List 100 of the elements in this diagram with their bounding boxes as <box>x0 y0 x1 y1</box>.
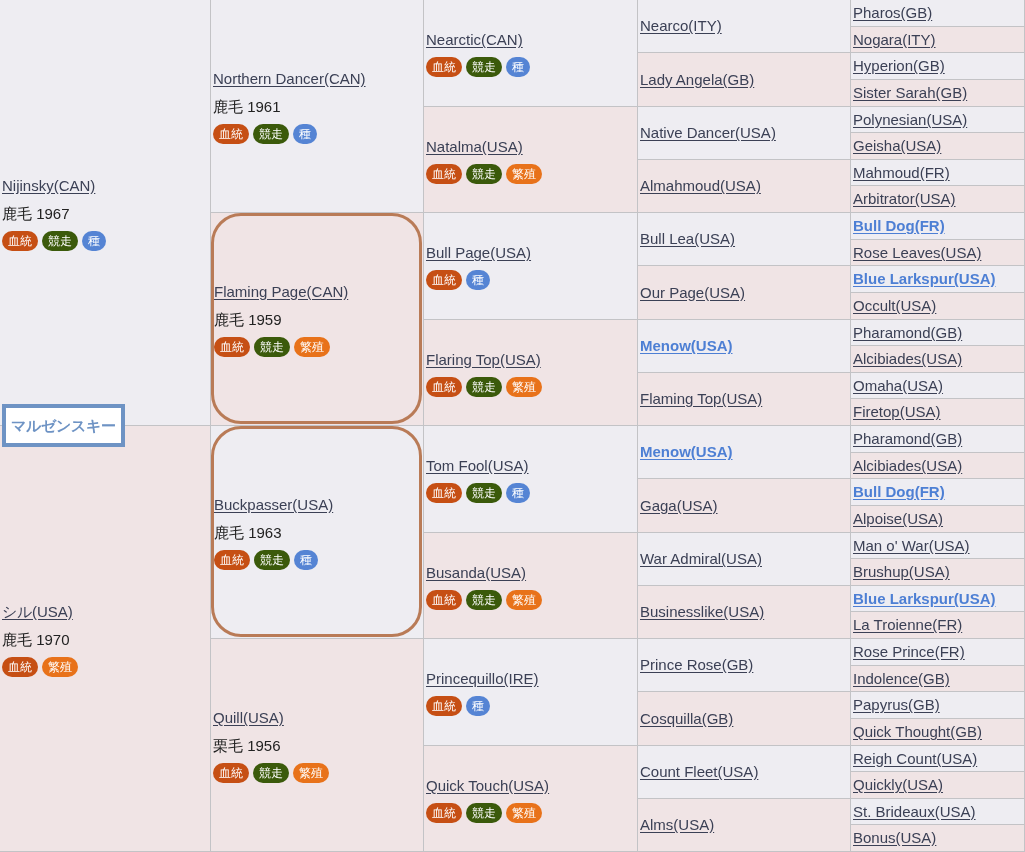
horse-name-link: Pharos(GB) <box>853 3 933 23</box>
horse-name-link: Businesslike(USA) <box>640 602 765 622</box>
horse-name-link: Lady Angela(GB) <box>640 69 755 90</box>
horse-name-link: Menow(USA) <box>640 336 733 356</box>
pedigree-cell <box>851 27 1025 53</box>
horse-name-link: Northern Dancer(CAN) <box>213 69 366 89</box>
horse-name-link: Nogara(ITY) <box>853 29 936 50</box>
category-tag: 種 <box>506 483 530 503</box>
coat-year-text: 鹿毛 1963 <box>214 522 282 543</box>
horse-name-link: Man o' War(USA) <box>853 535 970 556</box>
pedigree-cell <box>211 639 424 852</box>
pedigree-cell <box>851 426 1025 453</box>
horse-name-link: Indolence(GB) <box>853 668 950 689</box>
pedigree-cell <box>638 53 851 107</box>
horse-name-link: Papyrus(GB) <box>853 695 940 715</box>
horse-name-link: Rose Leaves(USA) <box>853 242 982 263</box>
category-tag: 競走 <box>42 230 78 251</box>
pedigree-cell <box>638 533 851 586</box>
pedigree-cell <box>424 320 638 426</box>
pedigree-cell <box>851 692 1025 719</box>
horse-name-link: Hyperion(GB) <box>853 56 945 76</box>
horse-name-link: Native Dancer(USA) <box>640 123 776 143</box>
pedigree-cell <box>851 107 1025 133</box>
horse-name-link: War Admiral(USA) <box>640 549 762 569</box>
pedigree-cell <box>638 266 851 320</box>
pedigree-cell <box>638 479 851 533</box>
category-tag: 血統 <box>426 376 462 397</box>
pedigree-cell <box>851 320 1025 346</box>
category-tag: 血統 <box>213 124 249 144</box>
horse-name-link: Sister Sarah(GB) <box>853 83 968 103</box>
coat-year-text: 鹿毛 1970 <box>2 629 70 650</box>
pedigree-cell <box>851 746 1025 772</box>
pedigree-cell <box>638 426 851 479</box>
pedigree-cell <box>851 586 1025 612</box>
pedigree-cell <box>424 213 638 320</box>
category-tag: 競走 <box>466 163 502 184</box>
category-tag: 血統 <box>213 763 249 783</box>
pedigree-cell <box>638 639 851 692</box>
pedigree-cell <box>851 479 1025 506</box>
horse-name-link: Alms(USA) <box>640 815 715 835</box>
pedigree-cell <box>638 320 851 373</box>
category-tag: 競走 <box>253 763 289 783</box>
category-tag: 種 <box>294 549 318 570</box>
category-tag: 種 <box>293 124 317 144</box>
horse-name-link: Blue Larkspur(USA) <box>853 588 996 609</box>
horse-name-link: Bull Dog(FR) <box>853 482 945 502</box>
category-tag: 血統 <box>426 270 462 290</box>
category-tag: 競走 <box>466 802 502 823</box>
horse-name-link: Our Page(USA) <box>640 282 746 303</box>
pedigree-cell <box>211 0 424 213</box>
category-tag: 種 <box>506 57 530 77</box>
category-tag: 血統 <box>2 656 38 677</box>
pedigree-cell <box>424 746 638 852</box>
pedigree-cell <box>851 825 1025 852</box>
category-tag: 競走 <box>254 549 290 570</box>
category-tag: 種 <box>466 696 490 716</box>
horse-name-link: Quill(USA) <box>213 708 284 728</box>
horse-name-link: Busanda(USA) <box>426 562 527 583</box>
horse-name-link: Quick Touch(USA) <box>426 775 550 796</box>
horse-name-link: Flaming Top(USA) <box>640 389 763 409</box>
pedigree-cell <box>851 639 1025 666</box>
pedigree-cell <box>424 0 638 107</box>
horse-name-link: Menow(USA) <box>640 442 733 462</box>
pedigree-cell <box>424 533 638 639</box>
pedigree-cell <box>638 213 851 266</box>
horse-name-link: Alcibiades(USA) <box>853 455 963 476</box>
pedigree-cell <box>851 0 1025 27</box>
horse-name-link: Alcibiades(USA) <box>853 349 963 369</box>
horse-name-link: Bonus(USA) <box>853 828 937 848</box>
horse-name-link: Nearctic(CAN) <box>426 30 523 50</box>
horse-name-link: Buckpasser(USA) <box>214 494 334 515</box>
category-tag: 血統 <box>426 802 462 823</box>
category-tag: 繁殖 <box>294 336 330 357</box>
category-tag: 繁殖 <box>506 376 542 397</box>
category-tag: 競走 <box>466 483 502 503</box>
pedigree-cell <box>851 559 1025 586</box>
horse-name-link: Pharamond(GB) <box>853 322 963 343</box>
pedigree-cell <box>638 373 851 426</box>
pedigree-cell <box>851 373 1025 399</box>
horse-name-link: Prince Rose(GB) <box>640 655 754 675</box>
pedigree-cell <box>638 746 851 799</box>
pedigree-cell <box>851 506 1025 533</box>
category-tag: 血統 <box>426 57 462 77</box>
horse-name-link: Pharamond(GB) <box>853 429 963 449</box>
pedigree-cell <box>638 107 851 160</box>
category-tag: 競走 <box>466 57 502 77</box>
pedigree-cell <box>638 0 851 53</box>
horse-name-link: La Troienne(FR) <box>853 615 963 635</box>
horse-name-link: Alpoise(USA) <box>853 509 944 529</box>
horse-name-link: Occult(USA) <box>853 296 937 316</box>
horse-name-link: Quick Thought(GB) <box>853 722 982 742</box>
horse-name-link: Gaga(USA) <box>640 495 718 516</box>
horse-name-link: Natalma(USA) <box>426 136 523 157</box>
category-tag: 繁殖 <box>293 763 329 783</box>
pedigree-cell <box>851 53 1025 80</box>
category-tag: 競走 <box>254 336 290 357</box>
category-tag: 血統 <box>214 336 250 357</box>
horse-name-link: Almahmoud(USA) <box>640 176 761 196</box>
category-tag: 血統 <box>426 696 462 716</box>
pedigree-cell <box>638 799 851 852</box>
